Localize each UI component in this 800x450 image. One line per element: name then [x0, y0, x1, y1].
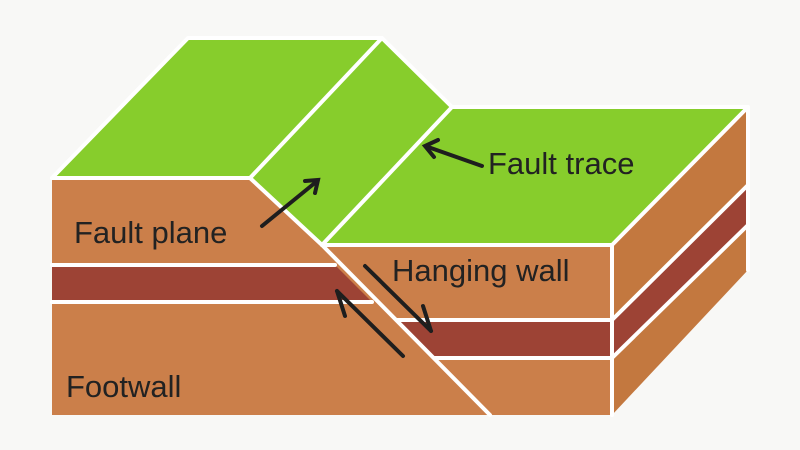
footwall-top-surface: [52, 38, 382, 178]
slip-arrow-up-icon: [335, 289, 405, 358]
slip-arrow-down-icon: [363, 264, 433, 333]
fault-trace-pointer: [421, 138, 484, 168]
hanging-wall-top-surface: [322, 107, 748, 245]
hanging-wall-red-stratum-side: [612, 185, 748, 358]
fault-trace-label: Fault trace: [488, 146, 634, 181]
hanging-wall-red-stratum-front: [397, 320, 612, 358]
hanging-wall-label: Hanging wall: [392, 253, 570, 288]
fault-plane-label: Fault plane: [74, 215, 227, 250]
footwall-label: Footwall: [66, 369, 181, 404]
fault-plane-pointer: [260, 177, 321, 228]
hanging-wall-block: [322, 107, 748, 415]
footwall-red-stratum: [52, 265, 372, 302]
block-edges: [50, 36, 750, 417]
